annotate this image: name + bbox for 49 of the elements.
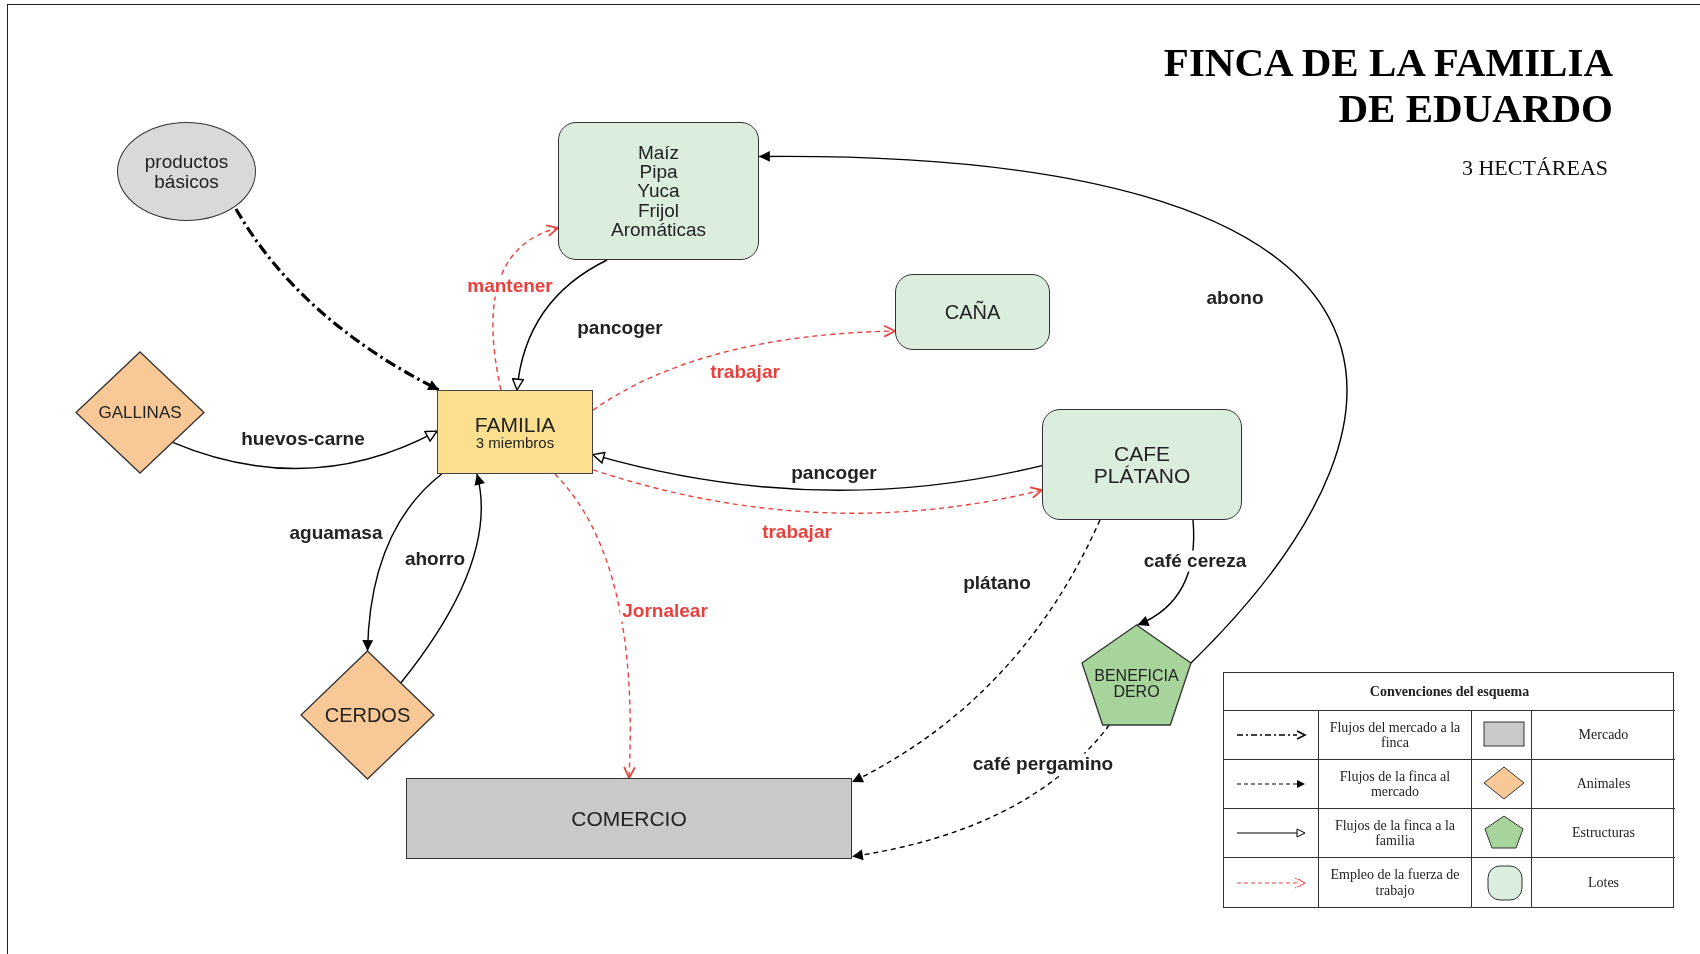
node-label: FAMILIA xyxy=(474,413,556,436)
node-label: productos básicos xyxy=(143,152,230,191)
arrow xyxy=(554,473,636,779)
node-label: CERDOS xyxy=(324,704,411,726)
node-label: Maíz xyxy=(637,142,680,162)
arrow xyxy=(851,519,1101,783)
legend-text: Mercado xyxy=(1578,727,1629,743)
node-label: GALLINAS xyxy=(98,403,182,422)
legend-text: Estructuras xyxy=(1572,825,1635,841)
animal-diamond xyxy=(76,352,204,473)
arrow xyxy=(400,473,485,684)
legend-text: Lotes xyxy=(1587,874,1620,891)
structure-pentagon xyxy=(1082,625,1191,725)
node-label: CAFE PLÁTANO xyxy=(1092,443,1192,486)
arrow xyxy=(592,469,1043,514)
legend-text: Flujos del mercado a la finca xyxy=(1328,719,1462,751)
edge-label: café pergamino xyxy=(970,753,1116,775)
arrow xyxy=(512,259,608,391)
arrow xyxy=(758,151,1347,664)
arrow xyxy=(171,430,438,469)
edge-label: mantener xyxy=(465,275,555,297)
subtitle: 3 HECTÁREAS xyxy=(1461,155,1608,181)
family-box xyxy=(437,390,593,474)
node-label: BENEFICIA DERO xyxy=(1093,667,1180,701)
arrow xyxy=(851,724,1110,861)
rounded-box xyxy=(1042,409,1242,520)
legend-text: Animales xyxy=(1576,776,1631,792)
legend-text: Flujos de la finca a la familia xyxy=(1333,817,1457,849)
rounded-box xyxy=(558,122,759,260)
legend-text: Empleo de la fuerza de trabajo xyxy=(1329,867,1461,898)
node-label: CAÑA xyxy=(944,301,1001,323)
market-box xyxy=(406,778,852,859)
arrow xyxy=(592,451,1043,491)
arrow xyxy=(234,208,440,392)
node-label: Aromáticas xyxy=(611,220,706,240)
arrow xyxy=(592,325,896,411)
node-label: Yuca xyxy=(637,181,680,201)
rounded-box xyxy=(895,274,1050,350)
legend-title: Convenciones del esquema xyxy=(1369,683,1530,700)
node-subtitle: 3 miembros xyxy=(475,435,555,451)
node-label: COMERCIO xyxy=(571,807,687,830)
arrow xyxy=(492,225,559,391)
arrow xyxy=(362,473,443,652)
node-label: Pipa xyxy=(639,161,678,182)
title: FINCA DE LA FAMILIA DE EDUARDO xyxy=(1162,40,1613,132)
legend-text: Flujos de la finca al mercado xyxy=(1338,768,1452,800)
edge-label: café cereza xyxy=(1141,550,1249,572)
animal-diamond xyxy=(301,651,434,779)
node-label: Frijol xyxy=(637,200,680,221)
